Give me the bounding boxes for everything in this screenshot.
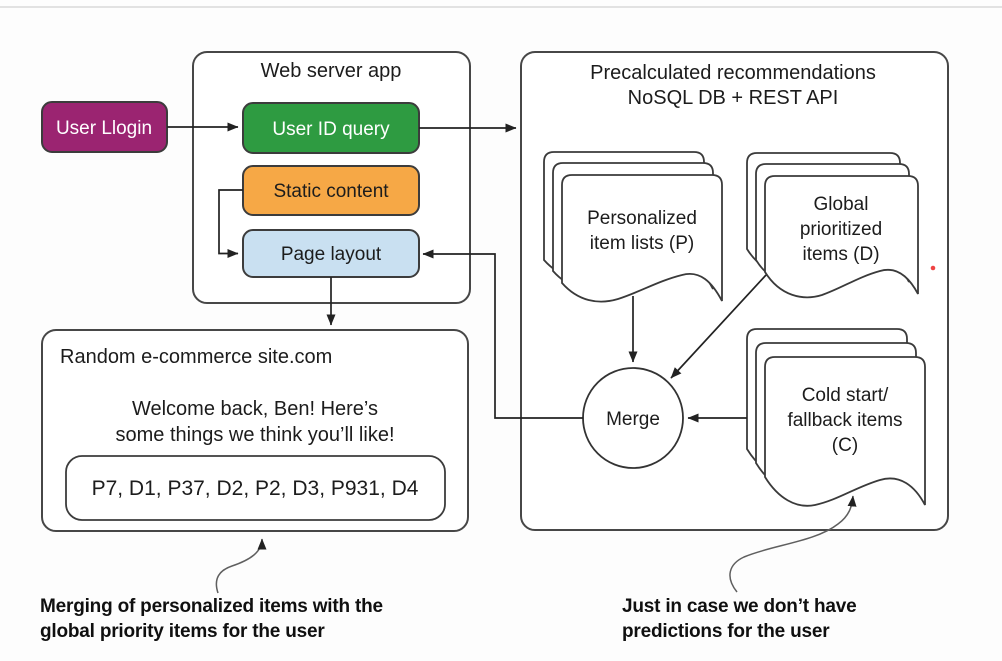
global-label-line2: prioritized — [800, 219, 882, 240]
web-server-title: Web server app — [261, 60, 402, 82]
coldstart-label-line3: (C) — [832, 435, 858, 456]
welcome-line2: some things we think you’ll like! — [115, 424, 394, 446]
welcome-line1: Welcome back, Ben! Here’s — [132, 398, 378, 420]
coldstart-doc-stack: Cold start/ fallback items (C) — [746, 328, 926, 507]
ecommerce-title: Random e-commerce site.com — [60, 346, 332, 368]
coldstart-label-line2: fallback items — [787, 410, 902, 431]
personalized-doc-stack: Personalized item lists (P) — [543, 151, 723, 303]
coldstart-label-line1: Cold start/ — [802, 385, 889, 406]
precalc-title-line1: Precalculated recommendations — [590, 62, 876, 84]
squiggle-arrow-merge-note — [215, 538, 267, 594]
user-login-label: User Llogin — [56, 118, 152, 139]
user-id-query-label: User ID query — [272, 119, 390, 140]
personalized-label-line1: Personalized — [587, 208, 697, 229]
arrow-static-to-layout — [218, 189, 243, 258]
merge-note-line1: Merging of personalized items with the — [40, 596, 383, 617]
fallback-note-line1: Just in case we don’t have — [622, 596, 857, 617]
static-content-label: Static content — [273, 181, 389, 202]
precalc-title-line2: NoSQL DB + REST API — [628, 87, 839, 109]
arrow-global-to-merge — [670, 274, 767, 379]
red-dot-artifact — [930, 265, 936, 271]
squiggle-arrow-fallback-note — [729, 495, 857, 593]
arrow-merge-to-layout — [422, 249, 584, 419]
recommendation-list-box — [65, 455, 446, 521]
page-layout-label: Page layout — [281, 244, 382, 265]
global-doc-stack: Global prioritized items (D) — [746, 152, 919, 299]
merge-note-line2: global priority items for the user — [40, 621, 325, 642]
global-label-line3: items (D) — [802, 244, 879, 265]
fallback-note-line2: predictions for the user — [622, 621, 830, 642]
merge-label: Merge — [606, 409, 660, 430]
personalized-label-line2: item lists (P) — [590, 233, 695, 254]
recommendation-items: P7, D1, P37, D2, P2, D3, P931, D4 — [92, 477, 419, 500]
global-label-line1: Global — [814, 194, 869, 215]
